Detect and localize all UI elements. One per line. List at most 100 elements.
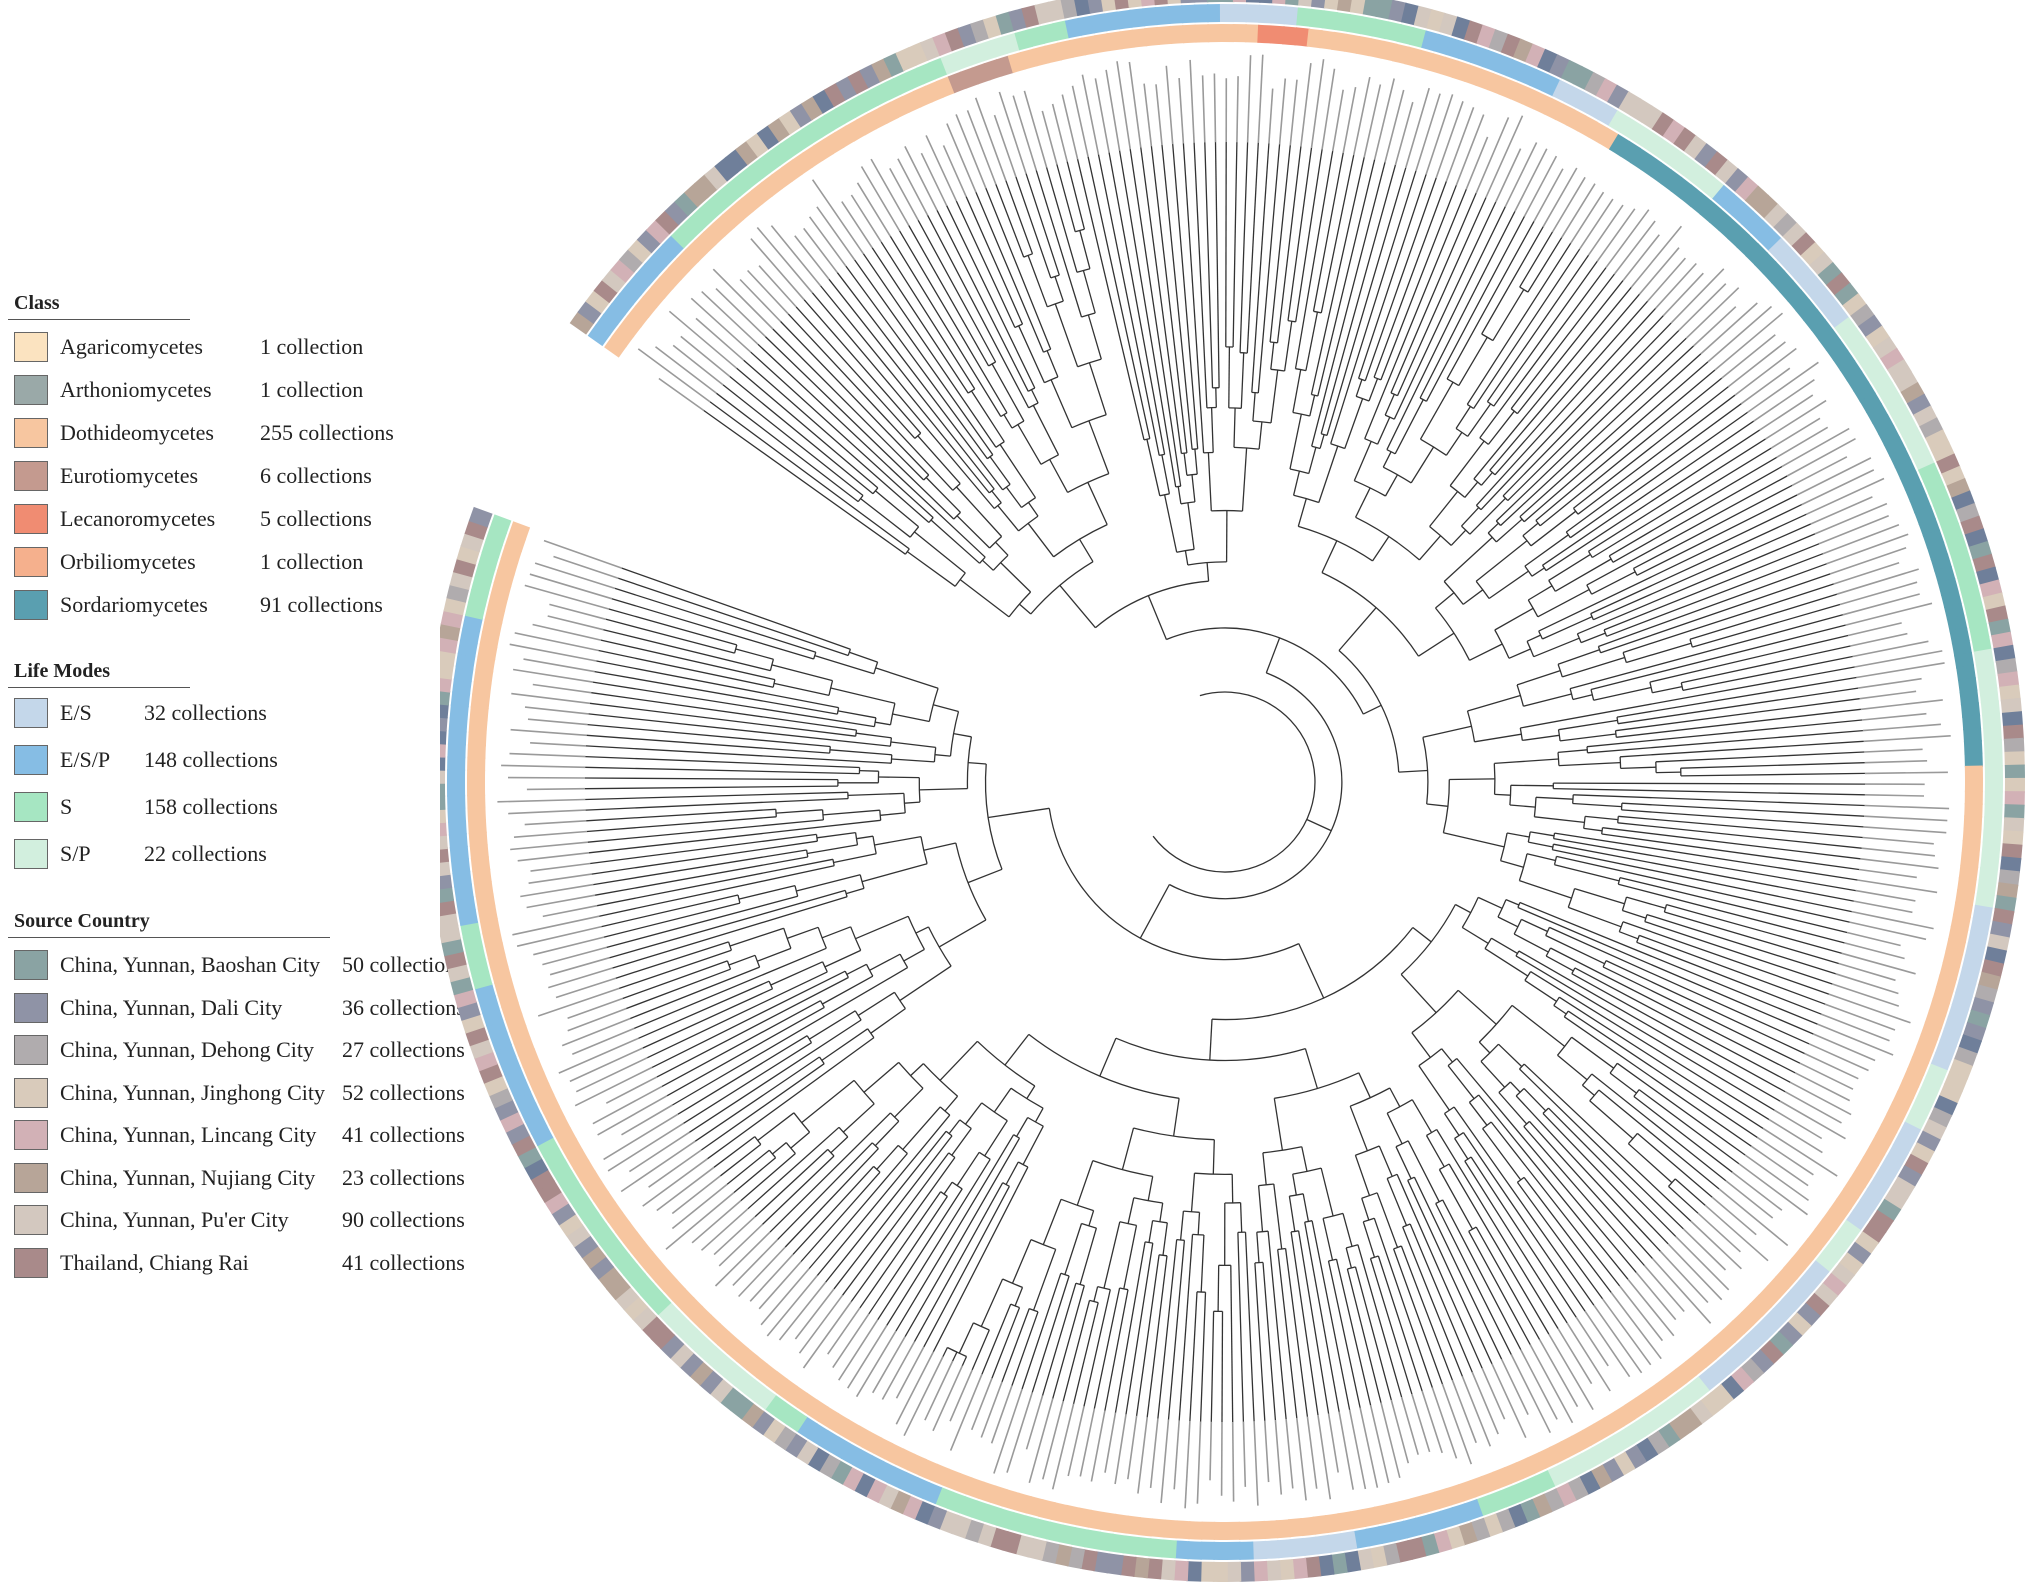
life-mode-ring-segment: [1859, 1188, 1883, 1210]
class-ring-segment: [467, 731, 487, 747]
tip-label: [750, 238, 805, 301]
source-country-ring-segment: [1298, 0, 1314, 7]
class-ring-segment: [1397, 1498, 1416, 1519]
life-mode-ring-segment: [1971, 635, 1992, 654]
tree-branch: [1622, 583, 1834, 654]
class-legend-count: 1 collection: [260, 334, 364, 359]
tree-branch: [1600, 573, 1831, 654]
tip-label: [803, 227, 839, 274]
tree-branch: [1571, 967, 1576, 975]
tip-label: [1257, 54, 1264, 143]
tip-label: [548, 967, 613, 989]
tree-branch: [1159, 453, 1165, 457]
class-color-swatch: [14, 590, 48, 620]
source-country-ring-segment: [440, 847, 450, 863]
tree-branch: [939, 1040, 978, 1081]
class-ring-segment: [566, 1148, 590, 1170]
tree-branch: [971, 1329, 990, 1371]
tip-label: [543, 539, 623, 569]
class-ring-segment: [1775, 1266, 1798, 1290]
source-country-ring-segment: [1938, 1083, 1963, 1105]
source-country-ring-segment: [1744, 185, 1770, 211]
tree-branch: [1231, 1174, 1234, 1203]
tree-branch: [1462, 589, 1484, 605]
life-mode-ring-segment: [1277, 1539, 1293, 1559]
tree-branch: [1398, 769, 1428, 773]
tip-label: [1610, 1291, 1662, 1360]
tree-branch: [1583, 816, 1586, 829]
tree-branch: [1418, 535, 1442, 561]
life-mode-ring-segment: [1371, 18, 1390, 40]
tree-branch: [1018, 325, 1045, 383]
tree-branch: [1251, 143, 1270, 393]
class-ring-segment: [817, 1406, 840, 1429]
tip-label: [1578, 198, 1614, 250]
life-mode-ring-segment: [610, 292, 634, 316]
source-country-ring-segment: [440, 609, 464, 629]
tree-branch: [1422, 737, 1429, 805]
tip-label: [1810, 496, 1873, 525]
tree-branch: [621, 567, 851, 650]
tree-branch: [1627, 1143, 1673, 1184]
life-mode-ring-segment: [599, 1233, 623, 1256]
tip-label: [1242, 1421, 1247, 1487]
life-mode-ring-segment: [1717, 1351, 1740, 1375]
tip-label: [895, 1351, 935, 1425]
tree-branch: [1519, 286, 1529, 293]
tree-branch: [1499, 832, 1508, 861]
life-mode-ring-segment: [1973, 648, 1994, 666]
tree-branch: [1571, 1036, 1615, 1069]
tree-branch: [1446, 221, 1535, 380]
life-mode-ring-segment: [1754, 1317, 1778, 1340]
source-country-ring-segment: [1106, 1553, 1124, 1576]
tree-branch: [1321, 540, 1338, 573]
tree-branch: [1376, 1192, 1399, 1248]
tip-label: [526, 894, 596, 909]
tree-branch: [1644, 914, 1648, 922]
tip-label: [1321, 68, 1336, 150]
source-country-ring-segment: [1910, 1142, 1935, 1165]
tree-branch: [1495, 518, 1523, 543]
tree-branch: [1548, 580, 1556, 592]
tree-branch: [1443, 832, 1505, 848]
life-mode-ring-segment: [733, 1371, 756, 1394]
tip-label: [714, 1231, 771, 1287]
tip-label: [904, 146, 938, 211]
tree-branch: [1621, 896, 1628, 911]
tree-branch: [1523, 1063, 1692, 1222]
source-country-ring-segment: [1259, 0, 1274, 4]
class-legend-title: Class: [8, 288, 190, 320]
tree-branch: [1435, 592, 1455, 609]
tree-branch: [1319, 434, 1325, 449]
country-legend-count: 36 collections: [342, 994, 465, 1020]
life-modes-legend-title: Life Modes: [8, 656, 190, 688]
source-country-ring-segment: [1759, 1340, 1784, 1365]
tip-label: [1864, 771, 1948, 775]
tree-branch: [1292, 1173, 1297, 1196]
tree-branch: [1558, 761, 1621, 767]
tip-label: [1519, 1349, 1558, 1420]
tree-branch: [1478, 1005, 1513, 1043]
class-ring-segment: [1956, 664, 1976, 681]
tree-branch: [1419, 211, 1516, 399]
class-ring-segment: [1680, 184, 1703, 208]
tree-branch: [1441, 1048, 1454, 1063]
tree-branch: [1436, 1129, 1559, 1329]
tree-branch: [1590, 624, 1846, 691]
life-mode-ring-segment: [1340, 1530, 1358, 1551]
life-mode-ring-segment: [447, 807, 466, 823]
tip-label: [1514, 148, 1548, 212]
life-mode-ring-segment: [1876, 381, 1900, 404]
class-ring-segment: [1753, 251, 1777, 275]
class-ring-segment: [1288, 1518, 1304, 1538]
class-ring-segment: [1549, 1441, 1570, 1464]
tree-branch: [1032, 1249, 1057, 1311]
source-country-ring-segment: [2001, 843, 2023, 860]
tree-branch: [1025, 173, 1060, 276]
tree-branch: [1380, 185, 1457, 381]
tip-label: [1817, 1023, 1894, 1056]
tree-branch: [1466, 403, 1474, 410]
class-ring-segment: [878, 101, 899, 124]
tip-label: [1359, 1407, 1379, 1488]
class-ring-segment: [1959, 689, 1979, 706]
